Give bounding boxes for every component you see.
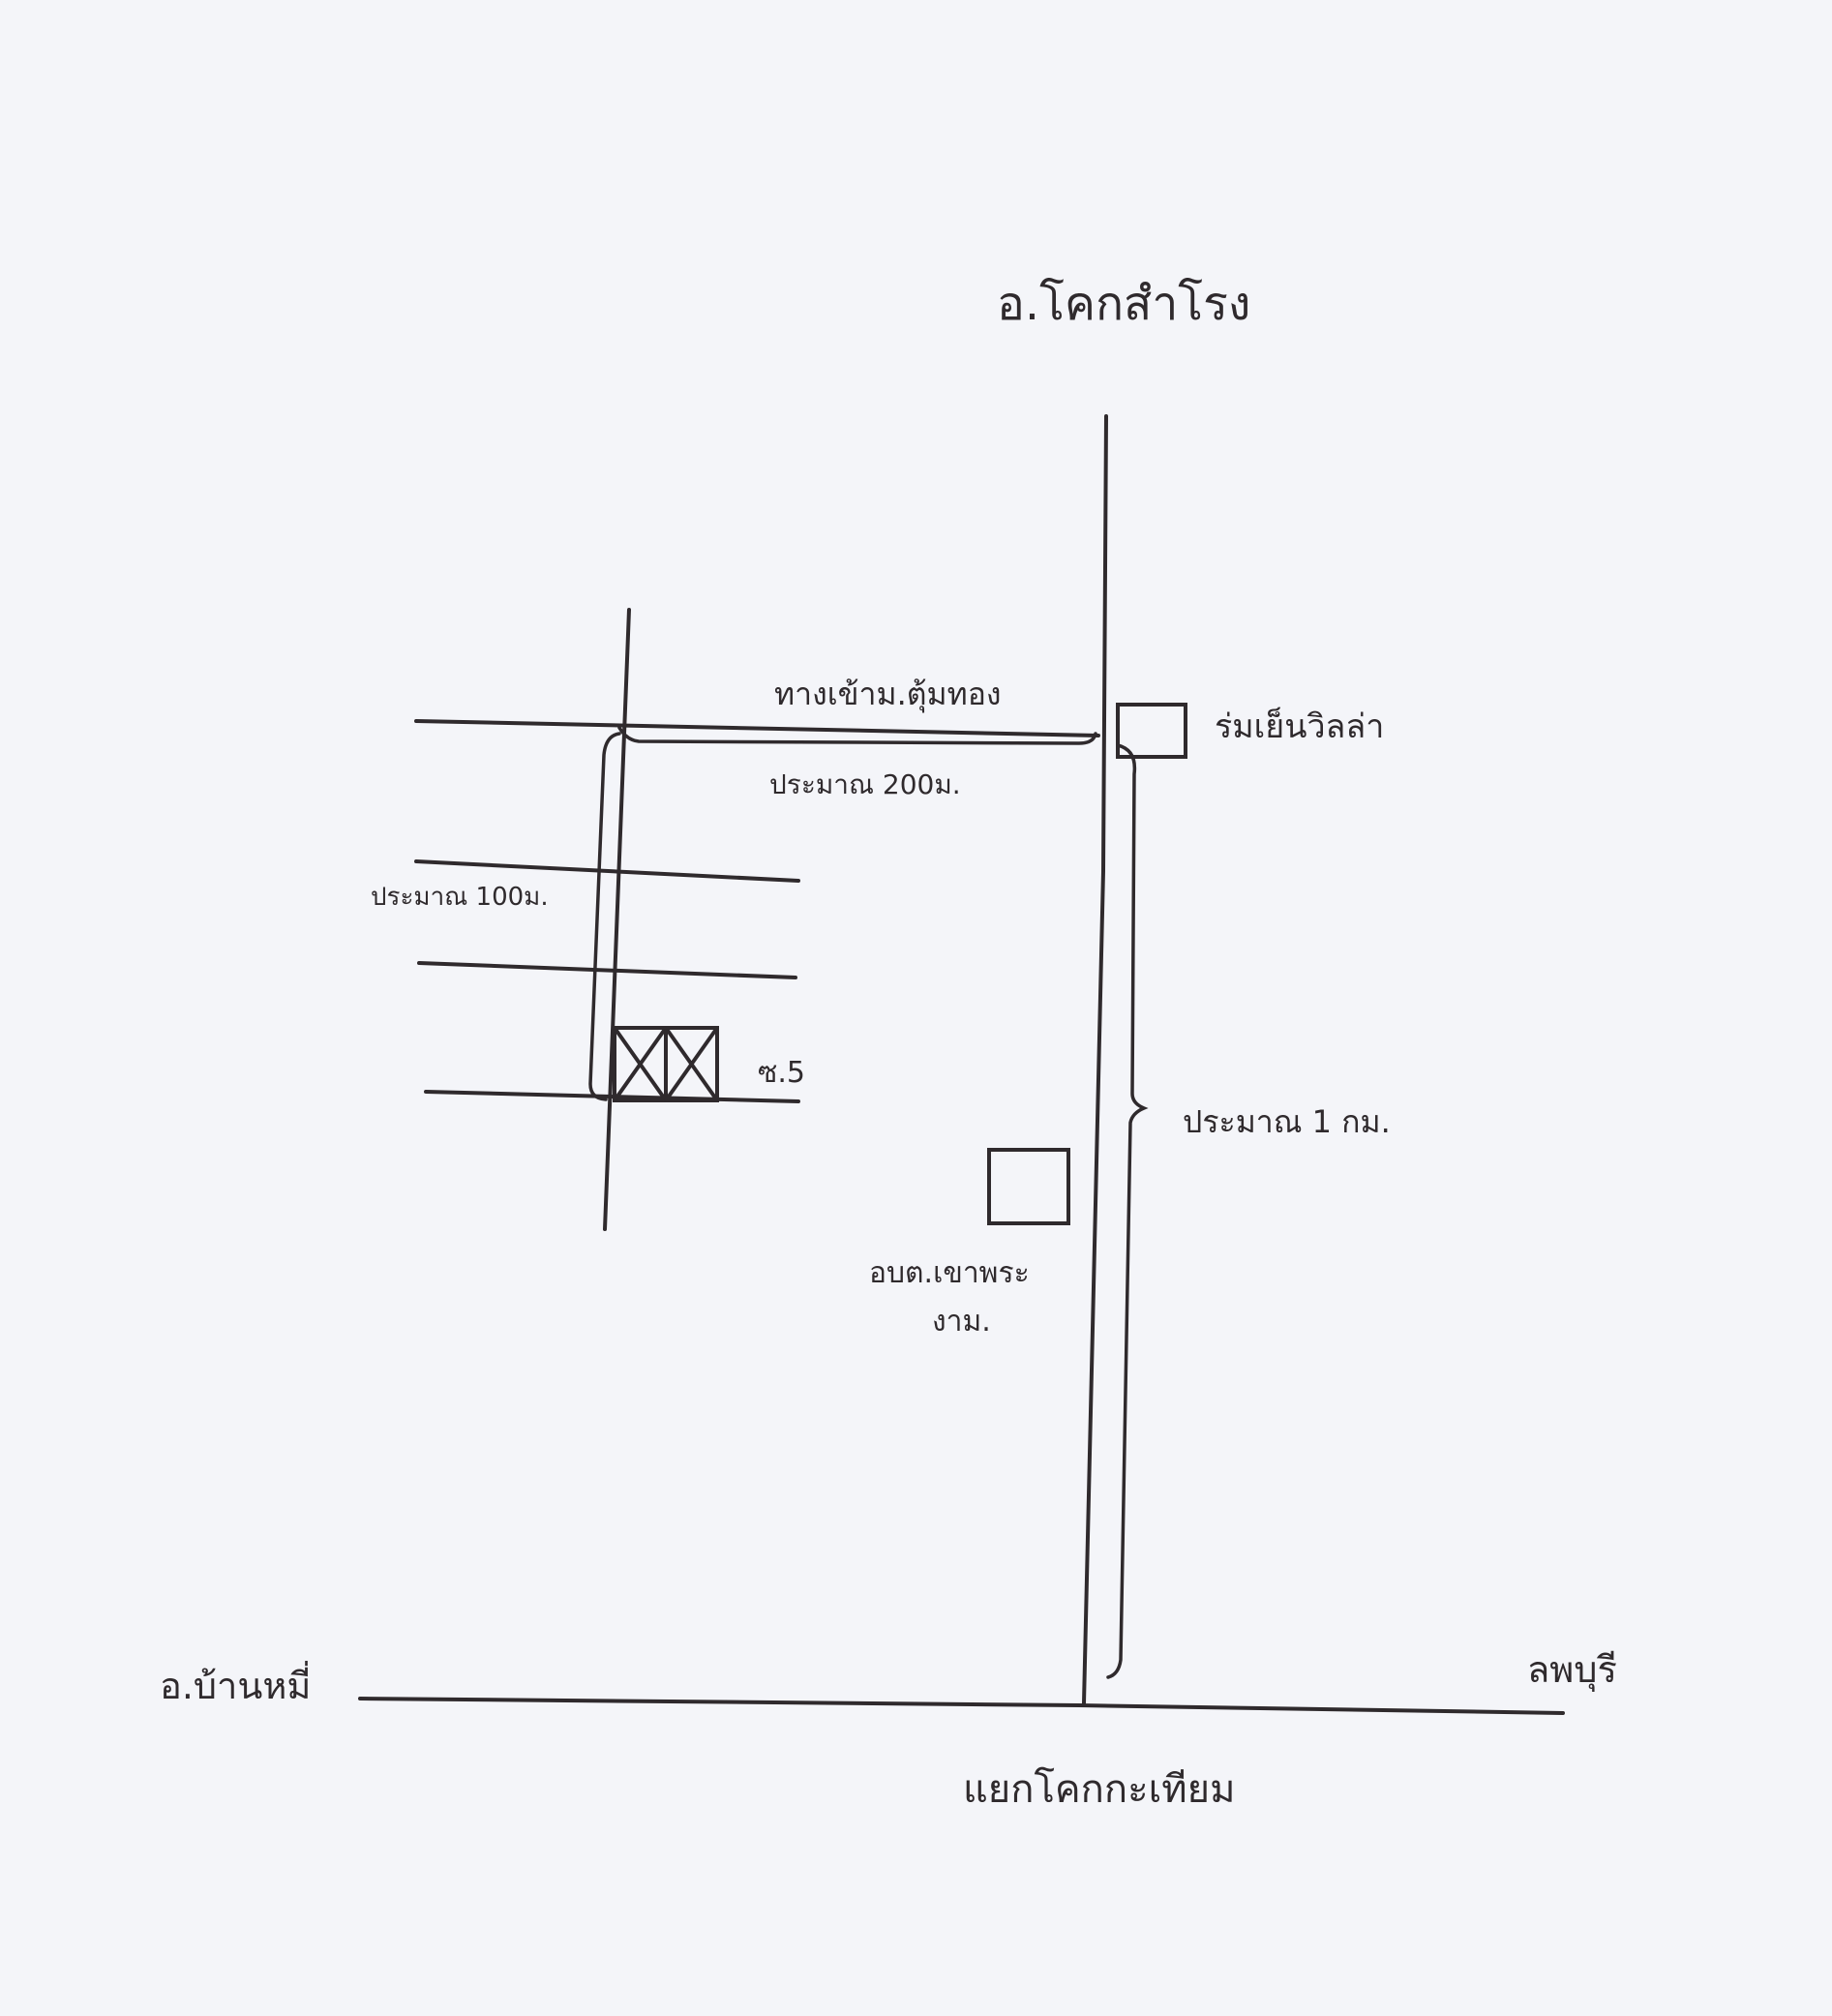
village-lane — [603, 608, 631, 1231]
label-distance-200m: ประมาณ 200ม. — [769, 768, 961, 800]
bracket-1km — [1106, 743, 1149, 1679]
main-road-north-south — [1082, 414, 1108, 1705]
village-access-road — [414, 719, 1100, 737]
side-street-1 — [414, 859, 800, 883]
label-landmark: ร่มเย็นวิลล่า — [1215, 707, 1384, 746]
side-street-2 — [417, 961, 797, 979]
label-entrance-road: ทางเข้าม.ตุ้มทอง — [774, 676, 1002, 713]
label-east-province: ลพบุรี — [1527, 1648, 1617, 1692]
label-office-line2: งาม. — [932, 1305, 991, 1339]
side-street-3 — [424, 1090, 800, 1103]
landmark-building — [1116, 703, 1187, 759]
office-building — [987, 1148, 1070, 1225]
label-distance-100m: ประมาณ 100ม. — [371, 883, 549, 912]
label-junction: แยกโคกกะเทียม — [963, 1767, 1235, 1812]
bracket-200m — [617, 726, 1097, 745]
label-west-district: อ.บ้านหมี่ — [160, 1661, 311, 1707]
label-site: ซ.5 — [758, 1056, 805, 1090]
label-north-district: อ.โคกสำโรง — [997, 277, 1250, 331]
label-office-line1: อบต.เขาพระ — [869, 1256, 1030, 1290]
site-plot-marker — [613, 1026, 719, 1102]
main-road-east-west — [358, 1697, 1565, 1715]
label-distance-1km: ประมาณ 1 กม. — [1183, 1103, 1391, 1140]
bracket-100m — [588, 732, 621, 1101]
